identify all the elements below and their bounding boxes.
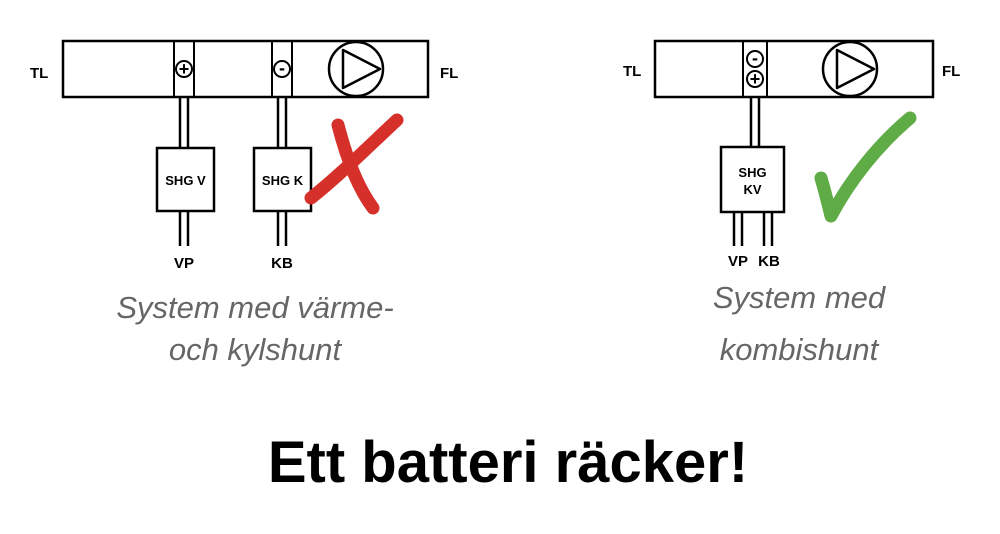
left-cool-shunt-label: SHG K [262,173,304,188]
right-combi-shunt-label-line2: KV [743,182,761,197]
left-caption-line2: och kylshunt [169,332,343,367]
left-cooling-coil: - [271,41,293,97]
headline: Ett batteri räcker! [268,430,748,495]
left-port-cool-label: KB [271,255,293,272]
right-plus-symbol: + [750,69,761,89]
left-port-heat-label: VP [174,255,194,272]
right-caption-line1: System med [713,280,887,315]
right-caption-line2: kombishunt [720,332,880,367]
right-air-duct [653,39,935,99]
left-caption-line1: System med värme- [116,290,393,325]
left-heating-coil: + [173,41,195,97]
left-heat-shunt-label: SHG V [165,173,206,188]
left-supply-label: TL [30,65,48,82]
left-minus-symbol: - [279,58,285,78]
left-air-duct [61,39,430,99]
right-combi-shunt-box [719,145,786,214]
right-combi-shunt-label-line1: SHG [738,165,766,180]
cross-icon [304,113,404,215]
right-return-label: FL [942,63,960,80]
minus-icon [746,50,764,68]
right-system: TL FL - + SHG KV VP KB System m [623,39,960,367]
minus-icon [273,60,291,78]
left-system: TL FL + - SHG V VP [30,39,458,367]
right-port-heat-label: VP [728,253,748,270]
left-cool-shunt-box [252,146,313,213]
right-supply-label: TL [623,63,641,80]
fan-icon [821,40,879,98]
check-icon [814,111,917,223]
plus-icon [175,60,193,78]
plus-icon [746,70,764,88]
right-port-cool-label: KB [758,253,780,270]
fan-icon [327,40,385,98]
left-plus-symbol: + [179,59,190,79]
left-heat-shunt-box [155,146,216,213]
right-combi-coil: - + [742,41,768,97]
left-return-label: FL [440,65,458,82]
right-minus-symbol: - [752,48,758,68]
